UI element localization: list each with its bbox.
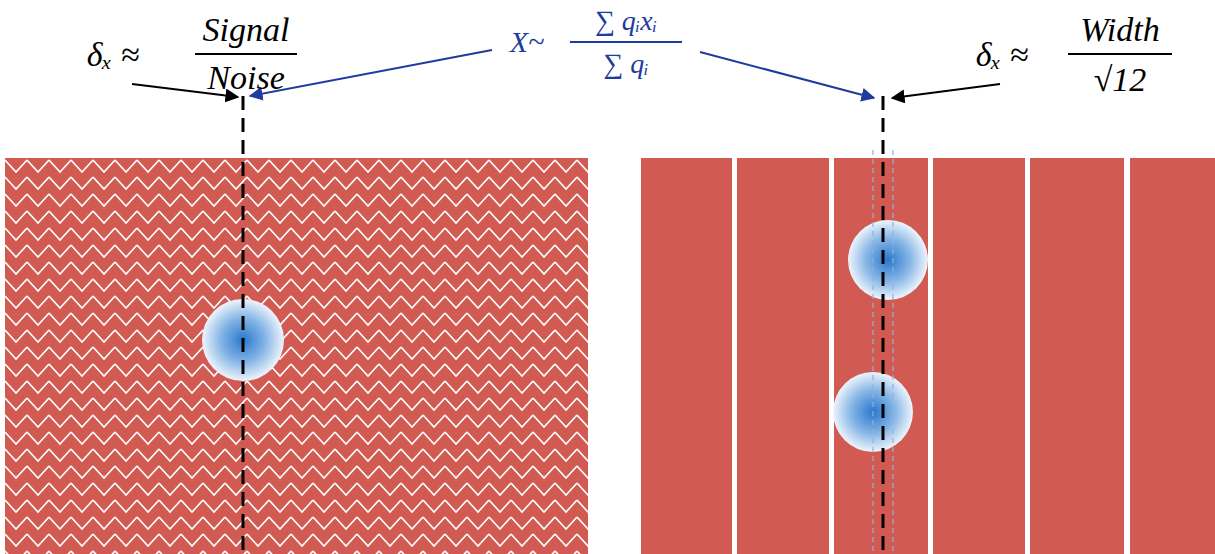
strip-electrodes	[641, 158, 1215, 554]
formula-text: δₓ ≈	[976, 38, 1029, 72]
resolution-band	[892, 150, 893, 554]
leader-arrow	[700, 52, 874, 98]
formula-text: ∑ qᵢ	[603, 50, 648, 78]
leader-arrow	[250, 50, 492, 96]
fraction-bar	[570, 41, 682, 43]
formula-text: Noise	[207, 61, 284, 95]
fraction-bar	[1068, 53, 1172, 55]
charge-cloud	[848, 220, 928, 300]
leader-arrow	[892, 84, 1000, 98]
formula-text: X~	[510, 27, 545, 57]
formula-text: δₓ ≈	[87, 38, 140, 72]
formula-text: ∑ qᵢxᵢ	[595, 7, 657, 35]
centroid-line	[882, 96, 885, 554]
formula-text: √12	[1094, 63, 1147, 97]
resolution-band	[872, 150, 873, 554]
formula-text: Signal	[203, 13, 290, 47]
fraction-bar	[195, 53, 297, 55]
formula-text: Width	[1080, 13, 1159, 47]
centroid-line	[242, 96, 245, 554]
zigzag-electrodes	[5, 158, 588, 554]
